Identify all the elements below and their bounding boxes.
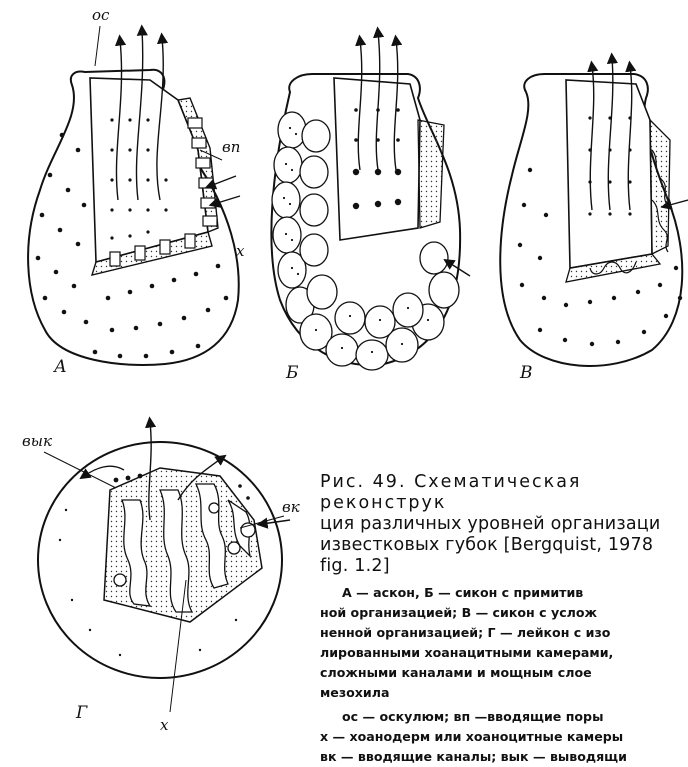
figure-v-sycon-complex: В <box>500 58 688 383</box>
caption-desc-line: сложными каналами и мощным слое <box>320 663 688 683</box>
caption-desc-line: А — аскон, Б — сикон с примитив <box>320 583 688 603</box>
caption-title: Рис. 49. Схематическая реконструк ция ра… <box>320 472 688 577</box>
caption-title-line: известковых губок [Bergquist, 1978 <box>320 535 688 556</box>
label-vp: вп <box>222 138 240 156</box>
caption-desc-line: лированными хоанацитными камерами, <box>320 643 688 663</box>
label-x-g: х <box>160 716 169 734</box>
sycon-radial-canals <box>418 120 444 228</box>
label-os: ос <box>92 6 110 24</box>
caption-desc-line: ненной организацией; Г — лейкон с изо <box>320 623 688 643</box>
figure-b-sycon: Б <box>271 32 470 383</box>
caption-title-line: fig. 1.2] <box>320 556 688 577</box>
leader-os <box>95 26 100 66</box>
panel-label-b: Б <box>285 363 299 383</box>
caption-desc-line: мезохила <box>320 683 688 703</box>
figure-caption: Рис. 49. Схематическая реконструк ция ра… <box>320 472 688 767</box>
caption-title-line: Рис. 49. Схематическая реконструк <box>320 472 688 514</box>
panel-label-a: А <box>53 357 67 377</box>
label-vyk: вык <box>22 432 52 450</box>
figure-g-leucon: вык вк х Г <box>22 422 300 734</box>
panel-label-g: Г <box>75 703 88 723</box>
caption-legend-line: х — хоанодерм или хоаноцитные камеры <box>320 727 688 747</box>
caption-desc-line: ной организацией; В — сикон с услож <box>320 603 688 623</box>
caption-description: А — аскон, Б — сикон с примитив ной орга… <box>320 583 688 703</box>
panel-label-v: В <box>519 363 533 383</box>
label-x-a: х <box>236 242 245 260</box>
caption-legend-line: ос — оскулюм; вп —вводящие поры <box>320 707 688 727</box>
caption-legend-line: вк — вводящие каналы; вык — выводящи <box>320 747 688 767</box>
caption-title-line: ция различных уровней организаци <box>320 514 688 535</box>
figure-a-ascon: ос вп х А <box>28 6 245 377</box>
caption-legend: ос — оскулюм; вп —вводящие поры х — хоан… <box>320 707 688 767</box>
label-vk: вк <box>282 498 300 516</box>
